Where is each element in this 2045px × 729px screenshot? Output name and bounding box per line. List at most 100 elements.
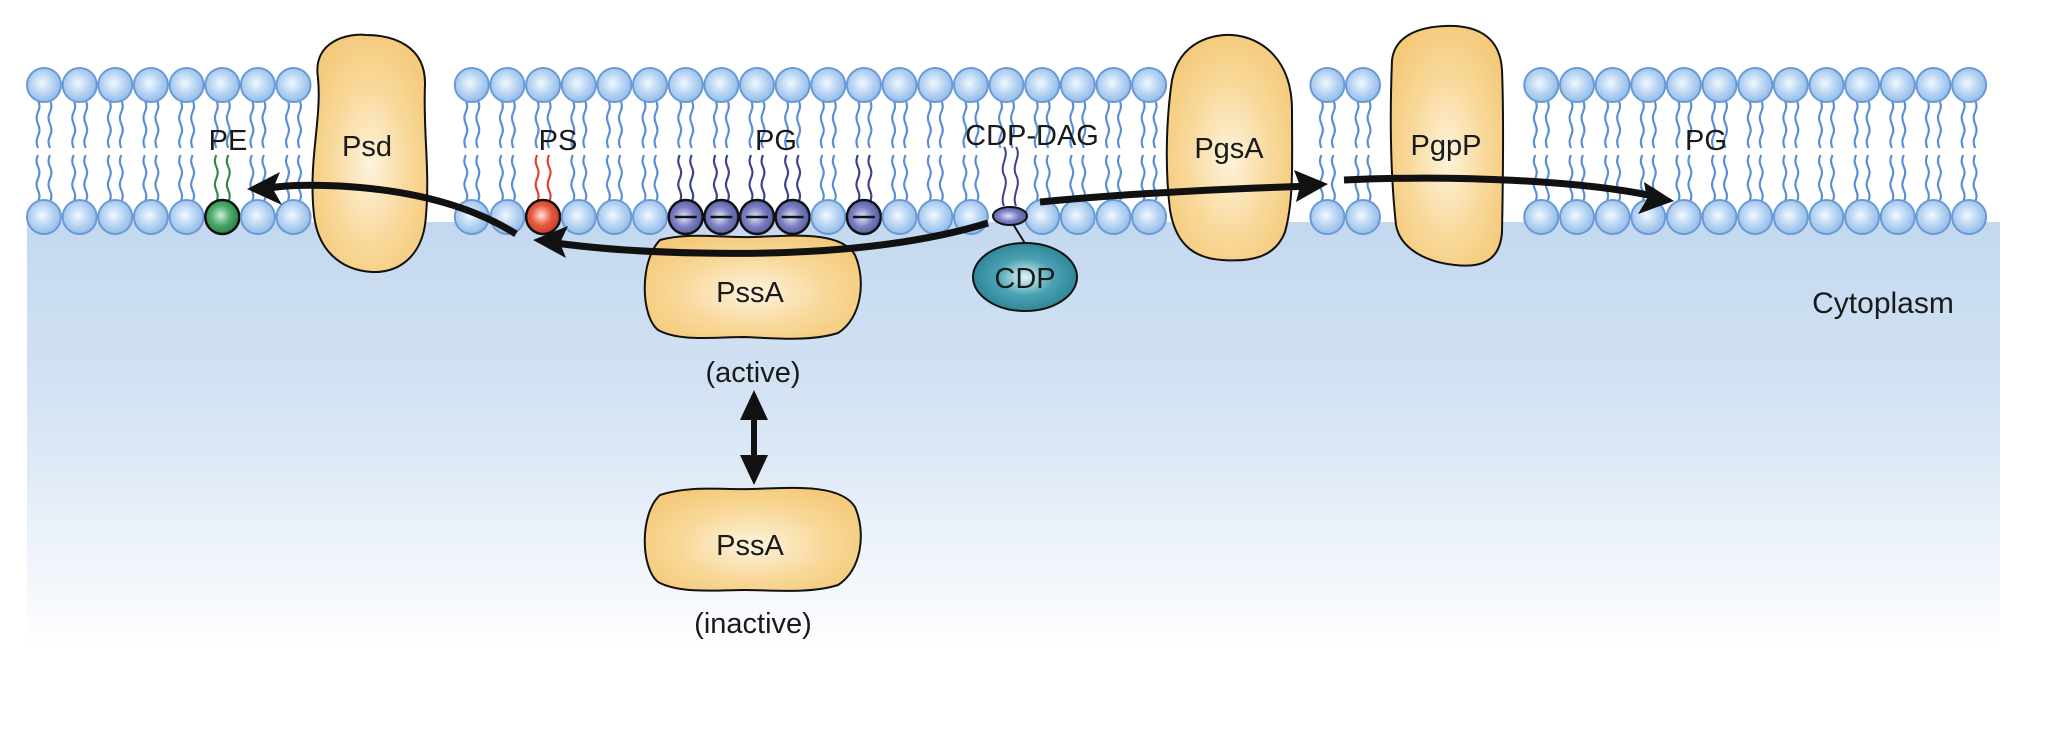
- lipid-head: [560, 199, 597, 235]
- lipid-tail: [748, 154, 754, 203]
- pgpp-label: PgpP: [1411, 130, 1482, 162]
- lipid-tail: [1045, 99, 1051, 149]
- lipid-tail: [1045, 154, 1051, 203]
- lipid-head: [97, 199, 134, 235]
- lipid-tail: [1544, 154, 1550, 203]
- lipid-head: [1131, 199, 1168, 235]
- lipid-head: [1772, 199, 1809, 235]
- lipid-tail: [1960, 154, 1966, 203]
- lipid-tail: [534, 99, 540, 149]
- lipid-tail: [1960, 99, 1966, 149]
- lipid-head: [525, 67, 562, 103]
- pssa-active-protein[interactable]: PssA: [643, 234, 862, 340]
- lipid-head: [596, 199, 633, 235]
- lipid-tail: [891, 154, 897, 203]
- lipid-head: [632, 67, 668, 103]
- lipid-tail: [1104, 99, 1111, 149]
- lipid-tail: [35, 99, 41, 149]
- lipid-tail: [71, 154, 77, 203]
- lipid-tail: [1972, 99, 1978, 149]
- lipid-tail: [582, 154, 588, 203]
- lipid-tail: [284, 99, 291, 149]
- lipid-tail: [582, 99, 588, 149]
- lipid-tail: [1817, 154, 1824, 203]
- lipid-head: [1808, 67, 1845, 103]
- lipid-tail: [249, 154, 255, 203]
- lipid-tail: [570, 154, 576, 203]
- lipid-tail: [712, 154, 718, 203]
- arrowhead-icon: [533, 226, 568, 258]
- lipid-tail: [190, 99, 196, 149]
- lipid-tail: [284, 154, 291, 203]
- lipid-tail: [475, 154, 481, 203]
- lipid-tail: [1140, 99, 1146, 149]
- lipid-tail: [962, 99, 968, 149]
- lipid-head: [739, 67, 775, 103]
- lipid-tail: [1580, 154, 1586, 203]
- lipid-tail: [83, 99, 89, 149]
- lipid-tail: [1901, 99, 1907, 149]
- lipid-head: [168, 67, 205, 103]
- lipid-tail: [867, 99, 873, 149]
- lipid-tail: [1675, 154, 1681, 203]
- cdp-dag-lipid[interactable]: [992, 146, 1028, 246]
- lipid-tail: [1651, 99, 1657, 149]
- lipid-tail: [261, 99, 267, 149]
- lipid-tail: [1972, 154, 1978, 203]
- lipid-tail: [1829, 99, 1836, 149]
- lipid-tail: [296, 99, 303, 149]
- lipid-head: [1630, 67, 1667, 103]
- lipid-head: [596, 67, 633, 103]
- psd-label: Psd: [342, 131, 392, 163]
- lipid-head: [239, 199, 276, 235]
- lipid-tail: [1710, 99, 1717, 149]
- lipid-tail: [760, 99, 766, 149]
- lipid-tail: [1924, 154, 1930, 203]
- lipid-head: [1024, 67, 1061, 103]
- lipid-tail: [47, 154, 53, 203]
- lipid-tail: [784, 99, 790, 149]
- lipid-tail: [677, 154, 683, 203]
- lipid-head: [1951, 67, 1988, 103]
- psd-protein[interactable]: Psd: [311, 33, 429, 274]
- lipid-head: [1665, 199, 1702, 235]
- lipid-tail: [1330, 154, 1336, 203]
- lipid-tail: [1318, 154, 1324, 203]
- lipid-tail: [510, 154, 516, 203]
- lipid-tail: [1318, 99, 1324, 149]
- arrow-cdpdag-to-pgsa: [1039, 170, 1328, 206]
- lipid-head: [275, 199, 312, 235]
- lipid-head: [1523, 199, 1560, 235]
- lipid-tail: [1639, 99, 1645, 149]
- arrow-cdpdag-to-ps: [533, 219, 990, 258]
- lipid-tail: [1354, 99, 1360, 149]
- lipid-head: [1737, 199, 1774, 235]
- cdp-molecule[interactable]: CDP: [972, 242, 1078, 312]
- lipid-head: [453, 67, 490, 103]
- lipid-head: [239, 67, 276, 103]
- lipid-head: [1559, 67, 1595, 103]
- pssa-inactive-protein[interactable]: PssA: [643, 486, 862, 592]
- lipid-head: [917, 199, 954, 235]
- cytoplasm-label: Cytoplasm: [1812, 287, 1954, 320]
- pgpp-protein[interactable]: PgpP: [1389, 24, 1505, 267]
- lipid-tail: [1568, 99, 1574, 149]
- double-arrow-active-inactive[interactable]: [740, 390, 768, 485]
- lipid-tail: [142, 154, 148, 203]
- lipid-tail: [724, 154, 730, 203]
- pgsa-label: PgsA: [1194, 133, 1264, 165]
- lipid-tail: [1936, 154, 1942, 203]
- lipid-tail: [475, 99, 481, 149]
- lipid-tail: [1889, 99, 1895, 149]
- cdp-label: CDP: [994, 263, 1055, 295]
- pgsa-protein[interactable]: PgsA: [1165, 33, 1294, 262]
- lipid-tail: [1794, 99, 1800, 149]
- lipid-tail: [463, 99, 469, 149]
- lipid-tail: [498, 99, 504, 149]
- arrowhead-icon: [1638, 182, 1674, 214]
- lipid-tail: [641, 154, 647, 203]
- lipid-head: [1345, 199, 1381, 235]
- lipid-head: [1345, 67, 1381, 103]
- lipid-tail: [1853, 99, 1859, 149]
